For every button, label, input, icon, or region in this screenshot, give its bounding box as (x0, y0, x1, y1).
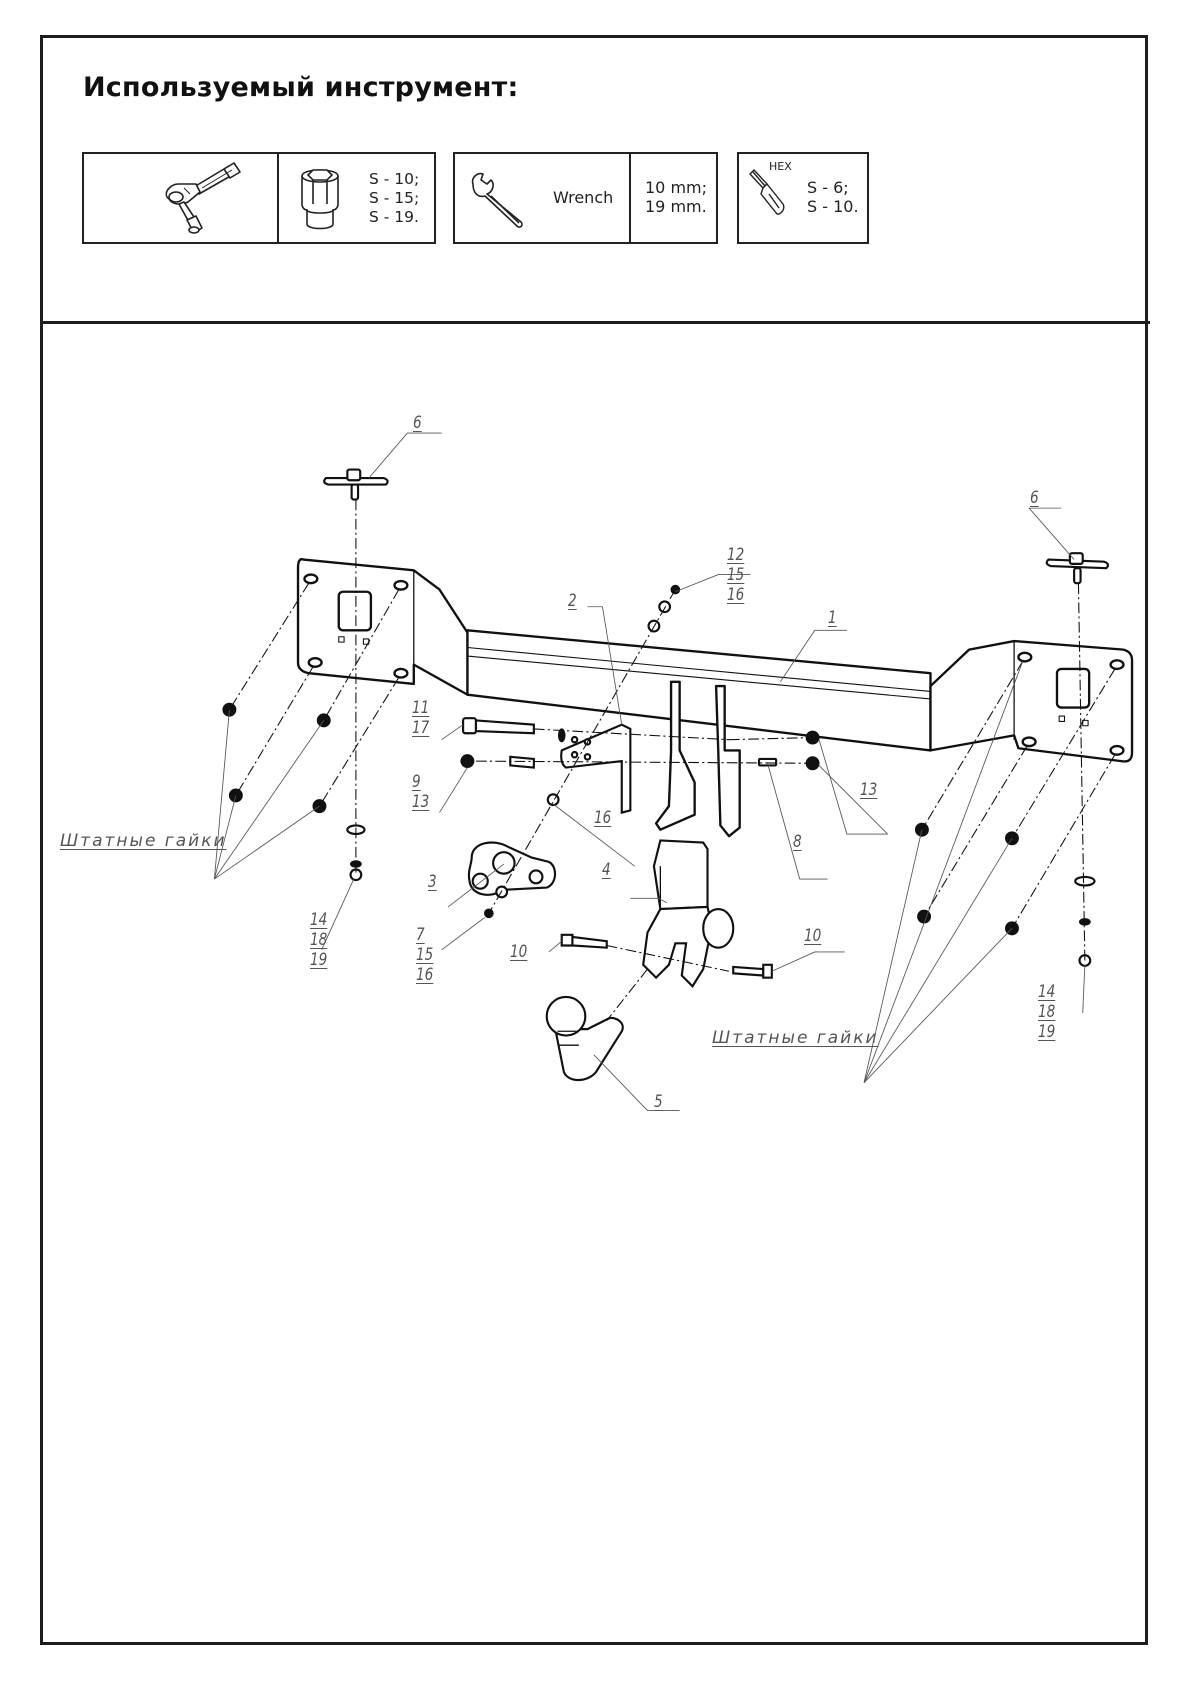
callout-7-15-16: 7 15 16 (416, 925, 434, 985)
callout-4: 4 (602, 860, 611, 880)
wrench-cell: Wrench (455, 154, 629, 242)
socket-cell: S - 10; S - 15; S - 19. (277, 154, 434, 242)
callout-6-left: 6 (413, 413, 422, 433)
hex-caption: HEX (769, 160, 792, 173)
callout-9-13: 9 13 (412, 772, 430, 812)
callout-2: 2 (568, 591, 577, 611)
standard-nuts-label-left: Штатные гайки (60, 831, 227, 851)
callout-14-18-19-left: 14 18 19 (310, 910, 328, 970)
page-frame (40, 35, 1148, 1645)
tool-box-hex: HEX S - 6; S - 10. (737, 152, 869, 244)
hex-cell: HEX S - 6; S - 10. (739, 154, 867, 242)
tools-heading: Используемый инструмент: (83, 72, 519, 103)
standard-nuts-label-right: Штатные гайки (712, 1028, 879, 1048)
hex-sizes: S - 6; S - 10. (807, 178, 859, 216)
tool-box-wrench: Wrench 10 mm; 19 mm. (453, 152, 718, 244)
open-end-wrench-icon (471, 172, 523, 228)
callout-16: 16 (594, 808, 612, 828)
callout-14-18-19-right: 14 18 19 (1038, 982, 1056, 1042)
callout-1: 1 (828, 608, 837, 628)
callout-5: 5 (654, 1092, 663, 1112)
callout-10-right: 10 (804, 926, 822, 946)
wrench-sizes-cell: 10 mm; 19 mm. (629, 154, 716, 242)
callout-11-17: 11 17 (412, 698, 430, 738)
callout-10-left: 10 (510, 942, 528, 962)
callout-3: 3 (428, 872, 437, 892)
socket-head-icon (301, 169, 339, 230)
callout-8: 8 (793, 832, 802, 852)
hex-bit-icon (749, 169, 785, 215)
wrench-label: Wrench (553, 188, 614, 207)
socket-sizes: S - 10; S - 15; S - 19. (369, 170, 420, 226)
tool-box-socket-set: S - 10; S - 15; S - 19. (82, 152, 436, 244)
section-divider (40, 321, 1150, 324)
wrench-sizes: 10 mm; 19 mm. (645, 178, 708, 216)
callout-13-right: 13 (860, 780, 878, 800)
callout-12-15-16: 12 15 16 (727, 545, 745, 605)
ratchet-cell (84, 154, 277, 242)
ratchet-with-socket-icon (165, 162, 241, 234)
callout-6-right: 6 (1030, 488, 1039, 508)
